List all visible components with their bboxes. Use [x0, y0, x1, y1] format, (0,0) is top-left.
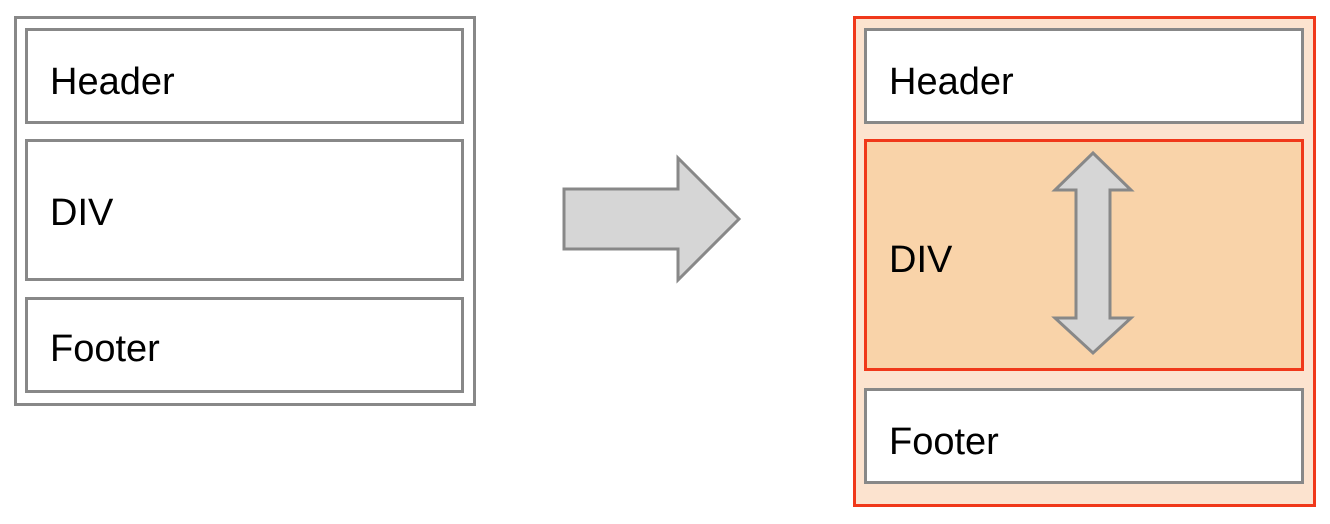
before-div-label: DIV [50, 192, 114, 234]
after-footer-label: Footer [889, 421, 999, 463]
before-div-box: DIV [25, 139, 464, 281]
after-footer-box: Footer [864, 388, 1304, 484]
before-header-box: Header [25, 28, 464, 124]
after-header-box: Header [864, 28, 1304, 124]
after-header-label: Header [889, 61, 1014, 103]
after-div-label: DIV [889, 239, 953, 281]
before-footer-label: Footer [50, 328, 160, 370]
before-header-label: Header [50, 61, 175, 103]
before-footer-box: Footer [25, 297, 464, 393]
